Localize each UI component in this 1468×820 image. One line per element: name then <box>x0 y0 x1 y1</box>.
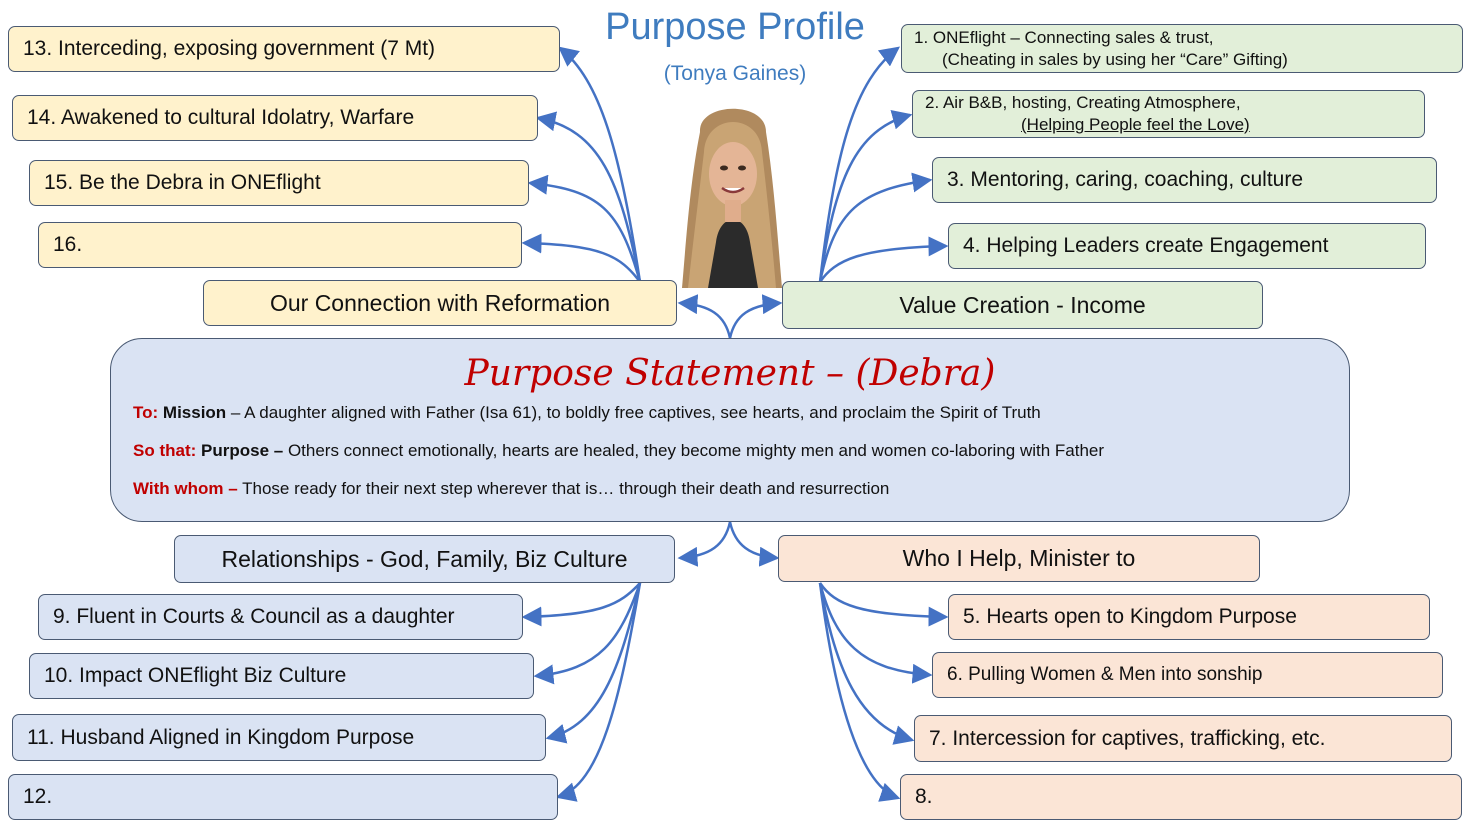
mission-label: Mission <box>162 403 227 422</box>
arrow-to-item-11 <box>545 582 642 744</box>
relationships-category: Relationships - God, Family, Biz Culture <box>174 535 675 583</box>
value-category: Value Creation - Income <box>782 281 1263 329</box>
reformation-category: Our Connection with Reformation <box>203 280 677 326</box>
reformation-item-15: 15. Be the Debra in ONEflight <box>29 160 529 206</box>
arrow-to-item-9 <box>521 582 641 627</box>
value-item-4: 4. Helping Leaders create Engagement <box>948 223 1426 269</box>
purpose-label: Purpose – <box>201 441 284 460</box>
help-item-6: 6. Pulling Women & Men into sonship <box>932 652 1443 698</box>
arrow-to-item-2 <box>818 109 913 283</box>
arrow-to-item-14 <box>535 111 642 283</box>
value-item-2-line1: 2. Air B&B, hosting, Creating Atmosphere… <box>925 93 1241 112</box>
arrow-to-item-6 <box>818 582 933 684</box>
purpose-statement-title: Purpose Statement – (Debra) <box>464 353 996 394</box>
page-subtitle: (Tonya Gaines) <box>663 62 807 85</box>
value-item-1: 1. ONEflight – Connecting sales & trust,… <box>901 24 1463 73</box>
arrow-to-item-8 <box>818 582 901 802</box>
purpose-text: Others connect emotionally, hearts are h… <box>283 441 1105 460</box>
arrow-to-item-16 <box>521 233 642 283</box>
value-item-3: 3. Mentoring, caring, coaching, culture <box>932 157 1437 203</box>
arrow-to-reformation <box>677 294 732 339</box>
purpose-statement-panel: Purpose Statement – (Debra) To: Mission … <box>110 338 1350 522</box>
arrow-to-item-7 <box>818 582 915 745</box>
value-item-2-line2: (Helping People feel the Love) <box>1021 115 1250 134</box>
whom-line: With whom – Those ready for their next s… <box>133 479 889 499</box>
with-whom-label: With whom – <box>133 479 238 498</box>
mission-line: To: Mission – A daughter aligned with Fa… <box>133 403 1041 423</box>
arrow-to-item-13 <box>558 46 642 283</box>
relationships-item-11: 11. Husband Aligned in Kingdom Purpose <box>12 714 546 761</box>
arrow-to-help <box>728 521 780 567</box>
mission-text: – A daughter aligned with Father (Isa 61… <box>226 403 1041 422</box>
arrow-to-value <box>728 294 783 339</box>
relationships-item-9: 9. Fluent in Courts & Council as a daugh… <box>38 594 523 640</box>
reformation-item-16: 16. <box>38 222 522 268</box>
reformation-item-14: 14. Awakened to cultural Idolatry, Warfa… <box>12 95 538 141</box>
relationships-item-10: 10. Impact ONEflight Biz Culture <box>29 653 534 699</box>
arrow-to-item-10 <box>533 582 642 685</box>
reformation-item-13: 13. Interceding, exposing government (7 … <box>8 26 560 72</box>
arrow-to-item-15 <box>527 174 642 283</box>
arrow-to-item-5 <box>818 582 949 627</box>
arrow-to-item-4 <box>818 236 949 283</box>
value-item-2: 2. Air B&B, hosting, Creating Atmosphere… <box>912 90 1425 138</box>
arrow-to-item-3 <box>818 172 933 283</box>
help-category: Who I Help, Minister to <box>778 535 1260 582</box>
relationships-item-12: 12. <box>8 774 558 820</box>
arrow-to-item-1 <box>818 46 901 283</box>
arrow-to-relationships <box>677 521 732 567</box>
value-item-1-line2: (Cheating in sales by using her “Care” G… <box>942 49 1288 69</box>
help-item-7: 7. Intercession for captives, traffickin… <box>914 715 1452 762</box>
help-item-8: 8. <box>900 774 1462 820</box>
arrow-to-item-12 <box>555 582 642 802</box>
so-that-label: So that: <box>133 441 197 460</box>
whom-text: Those ready for their next step wherever… <box>237 479 890 498</box>
mission-to-label: To: <box>133 403 159 422</box>
help-item-5: 5. Hearts open to Kingdom Purpose <box>948 594 1430 640</box>
purpose-line: So that: Purpose – Others connect emotio… <box>133 441 1104 461</box>
value-item-1-line1: 1. ONEflight – Connecting sales & trust, <box>914 27 1214 47</box>
page-title: Purpose Profile <box>605 6 865 48</box>
portrait-photo-icon <box>678 92 786 288</box>
